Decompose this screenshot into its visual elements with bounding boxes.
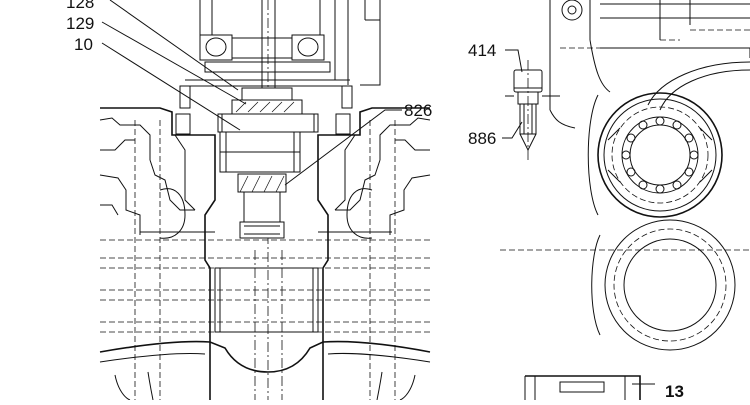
callout-826: 826	[404, 101, 432, 120]
bolt-assembly	[505, 60, 560, 160]
callout-414: 414	[468, 41, 496, 60]
callout-129: 129	[66, 14, 94, 33]
bearing-rollers	[621, 116, 699, 194]
callout-13: 13	[665, 382, 684, 400]
callout-labels: 128 129 10 826 414 886 13	[66, 0, 684, 401]
leader-826	[284, 109, 402, 186]
leader-128	[109, 0, 239, 91]
leader-129	[101, 21, 247, 105]
callout-886: 886	[468, 129, 496, 148]
callout-10: 10	[74, 35, 93, 54]
leader-lines	[101, 0, 523, 186]
leader-10	[101, 42, 241, 131]
main-housing	[99, 107, 431, 401]
callout-128: 128	[66, 0, 94, 12]
leader-886	[502, 121, 523, 139]
leader-414	[505, 49, 523, 73]
right-gear-assembly	[500, 0, 750, 400]
